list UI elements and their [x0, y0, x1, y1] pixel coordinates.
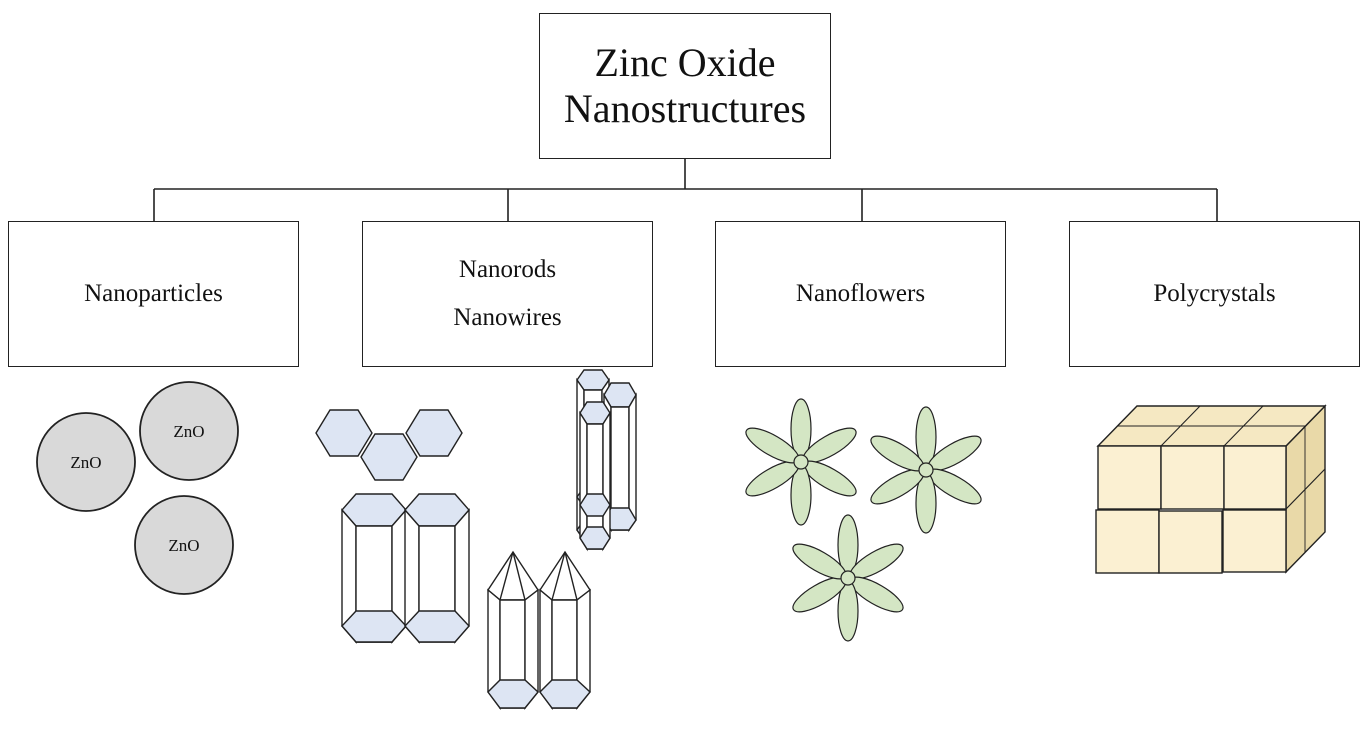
root-title-line-1: Zinc Oxide — [594, 40, 776, 85]
hexagonal-rod — [404, 493, 470, 644]
cube-grid-front — [1095, 445, 1287, 574]
category-nanorods-nanowires: Nanorods Nanowires — [362, 221, 653, 367]
pointed-nanowire — [487, 550, 539, 711]
hexagon-cluster — [315, 409, 463, 481]
polycrystals-illustration — [1095, 404, 1327, 574]
thin-nanowire — [579, 401, 611, 552]
zno-label: ZnO — [70, 453, 101, 472]
nanoflower — [792, 514, 904, 642]
category-nanoflowers: Nanoflowers — [715, 221, 1006, 367]
root-title-line-2: Nanostructures — [563, 86, 807, 131]
nanoflowers-illustration — [745, 398, 982, 642]
nanoparticles-illustration: ZnO ZnO ZnO — [36, 381, 239, 595]
pointed-nanowire — [539, 550, 591, 711]
category-polycrystals: Polycrystals — [1069, 221, 1360, 367]
nanoflower — [870, 406, 982, 534]
zno-particle: ZnO — [134, 495, 234, 595]
category-label: Polycrystals — [1153, 280, 1276, 307]
zno-particle: ZnO — [36, 412, 136, 512]
root-node: Zinc Oxide Nanostructures — [539, 13, 831, 159]
nanoflower — [745, 398, 857, 526]
category-nanoparticles: Nanoparticles — [8, 221, 299, 367]
nanorods-illustration — [315, 369, 637, 711]
zno-label: ZnO — [173, 422, 204, 441]
category-label: Nanowires — [453, 304, 562, 331]
category-label: Nanorods — [458, 256, 557, 283]
category-label: Nanoparticles — [84, 280, 223, 307]
hexagonal-rod — [341, 493, 407, 644]
category-label: Nanoflowers — [795, 280, 926, 307]
zno-particle: ZnO — [139, 381, 239, 481]
zno-label: ZnO — [168, 536, 199, 555]
connector-lines — [153, 159, 1218, 221]
